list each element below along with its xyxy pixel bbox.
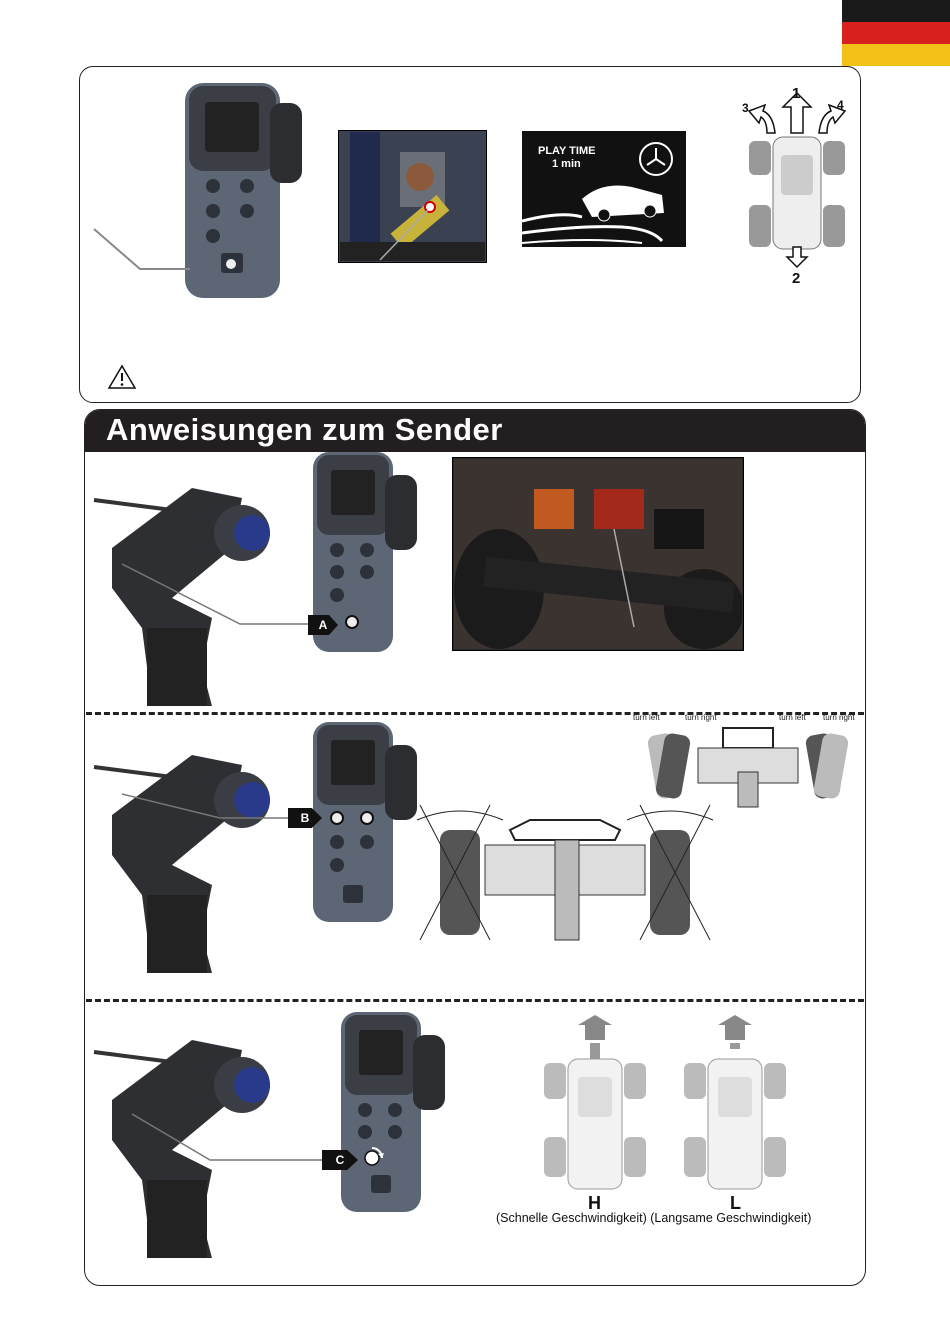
car-receiver-detail	[454, 459, 742, 649]
arrow-down-icon	[787, 247, 807, 267]
pointer-line-c	[130, 1110, 330, 1170]
speed-caption: (Schnelle Geschwindigkeit) (Langsame Ges…	[496, 1211, 811, 1225]
car-low-speed	[680, 1015, 790, 1200]
transmitter-top-view	[175, 78, 315, 303]
direction-number-2: 2	[792, 270, 800, 287]
car-high-speed	[540, 1015, 650, 1200]
transmitter-side-view-2	[92, 745, 282, 975]
turn-label-right-1: turn right	[685, 713, 717, 722]
divider-2	[86, 999, 864, 1002]
play-time-panel: PLAY TIME 1 min	[522, 131, 686, 247]
steering-trim-diagram	[415, 800, 715, 945]
german-flag	[842, 0, 950, 66]
direction-number-4: 4	[837, 98, 844, 112]
turn-label-right-2: turn right	[823, 713, 855, 722]
arrow-turn-left-icon	[749, 105, 775, 133]
direction-number-3: 3	[742, 101, 749, 115]
turn-label-left-2: turn left	[779, 713, 806, 722]
transmitter-top-view-2	[305, 720, 425, 930]
section-title: Anweisungen zum Sender	[106, 412, 503, 448]
car-drift-graphic	[522, 171, 686, 247]
section-header: Anweisungen zum Sender	[85, 410, 865, 452]
play-time-label: PLAY TIME	[538, 145, 595, 157]
pointer-line-a	[120, 560, 340, 630]
play-time-value: 1 min	[552, 158, 581, 170]
turn-label-left-1: turn left	[633, 713, 660, 722]
direction-number-1: 1	[792, 85, 800, 102]
warning-icon	[107, 364, 137, 390]
divider-1	[86, 712, 864, 715]
rotate-arrow-icon	[360, 1146, 384, 1170]
transmitter-top-view-3	[333, 1010, 453, 1220]
steering-turn-diagram	[638, 722, 858, 812]
pointer-line	[92, 225, 192, 275]
car-direction-diagram	[735, 85, 855, 285]
battery-detail	[340, 132, 485, 261]
